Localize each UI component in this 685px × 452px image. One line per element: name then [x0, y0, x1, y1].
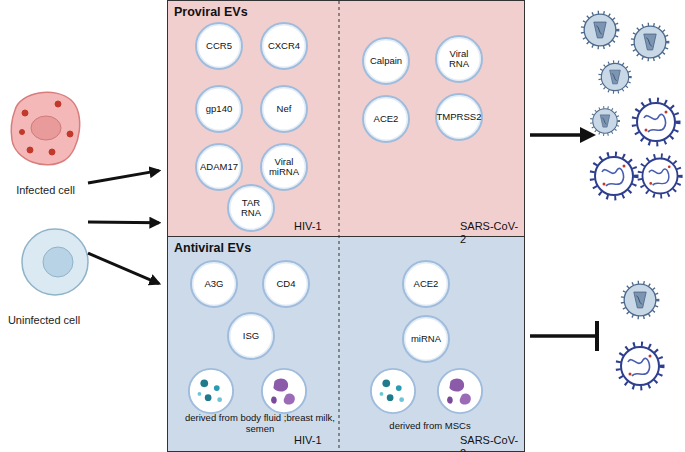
- vesicle-node: TMPRSS2: [435, 93, 483, 141]
- vesicle-label: Nef: [275, 104, 294, 114]
- vesicle-label: TAR RNA: [229, 198, 273, 219]
- panel-caption: SARS-CoV-2: [460, 434, 524, 452]
- vesicle-node: A3G: [190, 260, 238, 308]
- vesicle-node: Nef: [260, 85, 308, 133]
- vesicle-node: CCR5: [195, 22, 243, 70]
- vesicle-node: ACE2: [402, 260, 450, 308]
- vesicle-label: A3G: [202, 279, 225, 289]
- flow-arrow: [88, 221, 159, 225]
- vesicle-label: ACE2: [372, 114, 401, 124]
- panel-title: Proviral EVs: [174, 5, 248, 19]
- vesicle-label: CD4: [274, 279, 297, 289]
- vesicle-node: Calpain: [362, 37, 410, 85]
- vesicle-node: ACE2: [362, 95, 410, 143]
- vesicle-node: miRNA: [402, 315, 450, 363]
- vesicle-label: ACE2: [412, 279, 441, 289]
- vesicle-node: CD4: [262, 260, 310, 308]
- flow-arrow: [88, 171, 159, 183]
- ev-panel: Proviral EVsCCR5 CXCR4 gp140 NefADAM17 Viral…: [167, 0, 525, 237]
- vesicle-label: ADAM17: [198, 162, 240, 172]
- flow-arrow: [88, 253, 159, 283]
- vesicle-label: Calpain: [368, 56, 404, 66]
- vesicle-node: Viral miRNA: [260, 143, 308, 191]
- panel-title: Antiviral EVs: [174, 241, 251, 255]
- vesicle-node: Viral RNA: [435, 35, 483, 83]
- vesicle-node: gp140: [195, 85, 243, 133]
- vesicle-node: CXCR4: [260, 22, 308, 70]
- vesicle-label: CXCR4: [266, 41, 302, 51]
- cell-label: Uninfected cell: [0, 314, 88, 326]
- cell-node: Uninfected cell: [0, 222, 88, 326]
- cell-label: Infected cell: [3, 184, 88, 196]
- vesicle-label: gp140: [204, 104, 234, 114]
- vesicle-label: miRNA: [409, 334, 443, 344]
- vesicle-label: TMPRSS2: [435, 112, 484, 122]
- vesicle-label: Viral RNA: [437, 49, 481, 70]
- panel-caption: HIV-1: [294, 220, 338, 233]
- cell-node: Infected cell: [3, 92, 88, 196]
- vesicle-label: CCR5: [204, 41, 234, 51]
- vesicle-label: Viral miRNA: [262, 157, 306, 178]
- panel-caption: HIV-1: [294, 434, 338, 447]
- vesicle-node: ADAM17: [195, 143, 243, 191]
- panel-caption: derived from MSCs: [370, 420, 490, 431]
- panel-caption: derived from body fluid ;breast milk, se…: [184, 412, 336, 435]
- panel-caption: SARS-CoV-2: [460, 220, 524, 246]
- vesicle-node: ISG: [227, 312, 275, 360]
- vesicle-label: ISG: [241, 331, 261, 341]
- vesicle-node: TAR RNA: [227, 184, 275, 232]
